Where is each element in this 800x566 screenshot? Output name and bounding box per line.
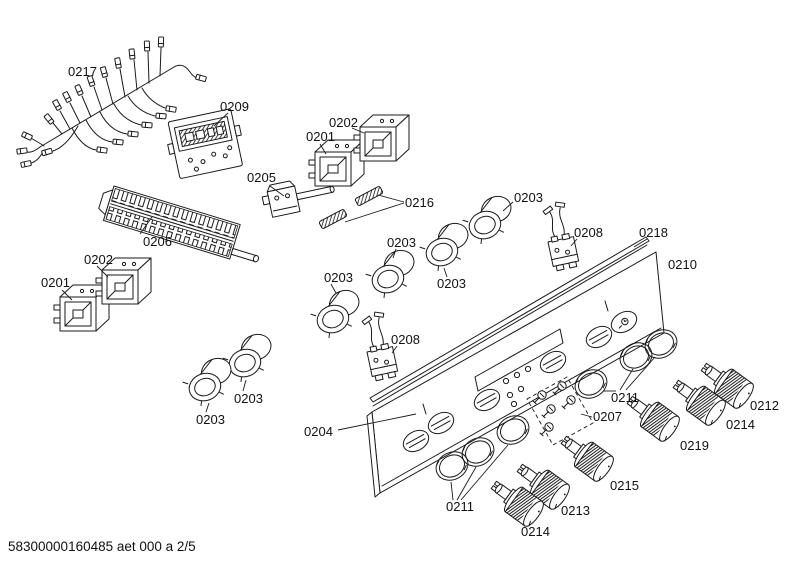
part-label-adapter-a: 0203 bbox=[514, 190, 543, 205]
part-label-microswitch-left: 0208 bbox=[391, 332, 420, 347]
part-label-switch-left-2: 0202 bbox=[84, 252, 113, 267]
knob-hole bbox=[473, 388, 501, 412]
part-label-knob-0214-bottom: 0214 bbox=[521, 524, 550, 539]
part-label-knob-0219: 0219 bbox=[680, 438, 709, 453]
knob-0215-drawing bbox=[554, 427, 618, 485]
part-label-knob-0214-right: 0214 bbox=[726, 417, 755, 432]
part-label-switch-top-1: 0201 bbox=[306, 129, 335, 144]
switch-top-2-drawing bbox=[353, 114, 410, 162]
part-label-knob-0213: 0213 bbox=[561, 503, 590, 518]
leader-lines bbox=[61, 112, 656, 501]
document-code: 58300000160485 aet 000 a 2/5 bbox=[8, 539, 196, 554]
selector-switch-drawing bbox=[261, 180, 335, 218]
part-label-harness: 0217 bbox=[68, 64, 97, 79]
clock-symbol-icon bbox=[610, 310, 638, 334]
part-label-adapter-c: 0203 bbox=[387, 235, 416, 250]
adapter-b-drawing bbox=[415, 218, 478, 275]
part-label-adapter-f: 0203 bbox=[196, 412, 225, 427]
part-label-rings-right: 0211 bbox=[611, 390, 639, 405]
display-window bbox=[474, 328, 564, 392]
knob-hole bbox=[539, 350, 567, 374]
part-label-microswitch-right: 0208 bbox=[574, 225, 603, 240]
wiring-harness-drawing bbox=[16, 36, 207, 168]
part-label-adapter-e: 0203 bbox=[234, 391, 263, 406]
part-label-knob-0215: 0215 bbox=[610, 478, 639, 493]
part-label-adapter-d: 0203 bbox=[324, 270, 353, 285]
part-label-knob-0212: 0212 bbox=[750, 398, 779, 413]
part-label-selector-switch: 0205 bbox=[247, 170, 276, 185]
adapter-a-drawing bbox=[458, 191, 521, 248]
part-label-control-panel: 0210 bbox=[668, 257, 697, 272]
part-label-adapter-b: 0203 bbox=[437, 276, 466, 291]
part-label-clips: 0216 bbox=[405, 195, 434, 210]
part-label-rings-left: 0211 bbox=[446, 499, 474, 514]
position-mark bbox=[604, 300, 609, 312]
part-label-switch-left-1: 0201 bbox=[41, 275, 70, 290]
timer-module-drawing bbox=[167, 108, 243, 179]
adapter-d-drawing bbox=[306, 285, 369, 342]
part-label-screw-set: 0207 bbox=[593, 409, 622, 424]
terminal-block-drawing bbox=[98, 185, 260, 263]
knob-hole bbox=[585, 325, 613, 349]
knob-hole bbox=[427, 411, 455, 435]
knob-hole bbox=[402, 429, 430, 453]
screw-set-drawing bbox=[526, 376, 594, 446]
trim-strip-drawing bbox=[369, 236, 650, 407]
part-label-switch-top-2: 0202 bbox=[329, 115, 358, 130]
switch-top-1-drawing bbox=[308, 139, 365, 187]
part-label-terminal-block: 0206 bbox=[143, 234, 172, 249]
part-label-panel-profile: 0204 bbox=[304, 424, 333, 439]
clip-drawing bbox=[318, 186, 384, 229]
part-label-trim-strip: 0218 bbox=[639, 225, 668, 240]
position-mark bbox=[422, 403, 427, 415]
adapter-c-drawing bbox=[361, 245, 424, 302]
part-label-timer-module: 0209 bbox=[220, 99, 249, 114]
